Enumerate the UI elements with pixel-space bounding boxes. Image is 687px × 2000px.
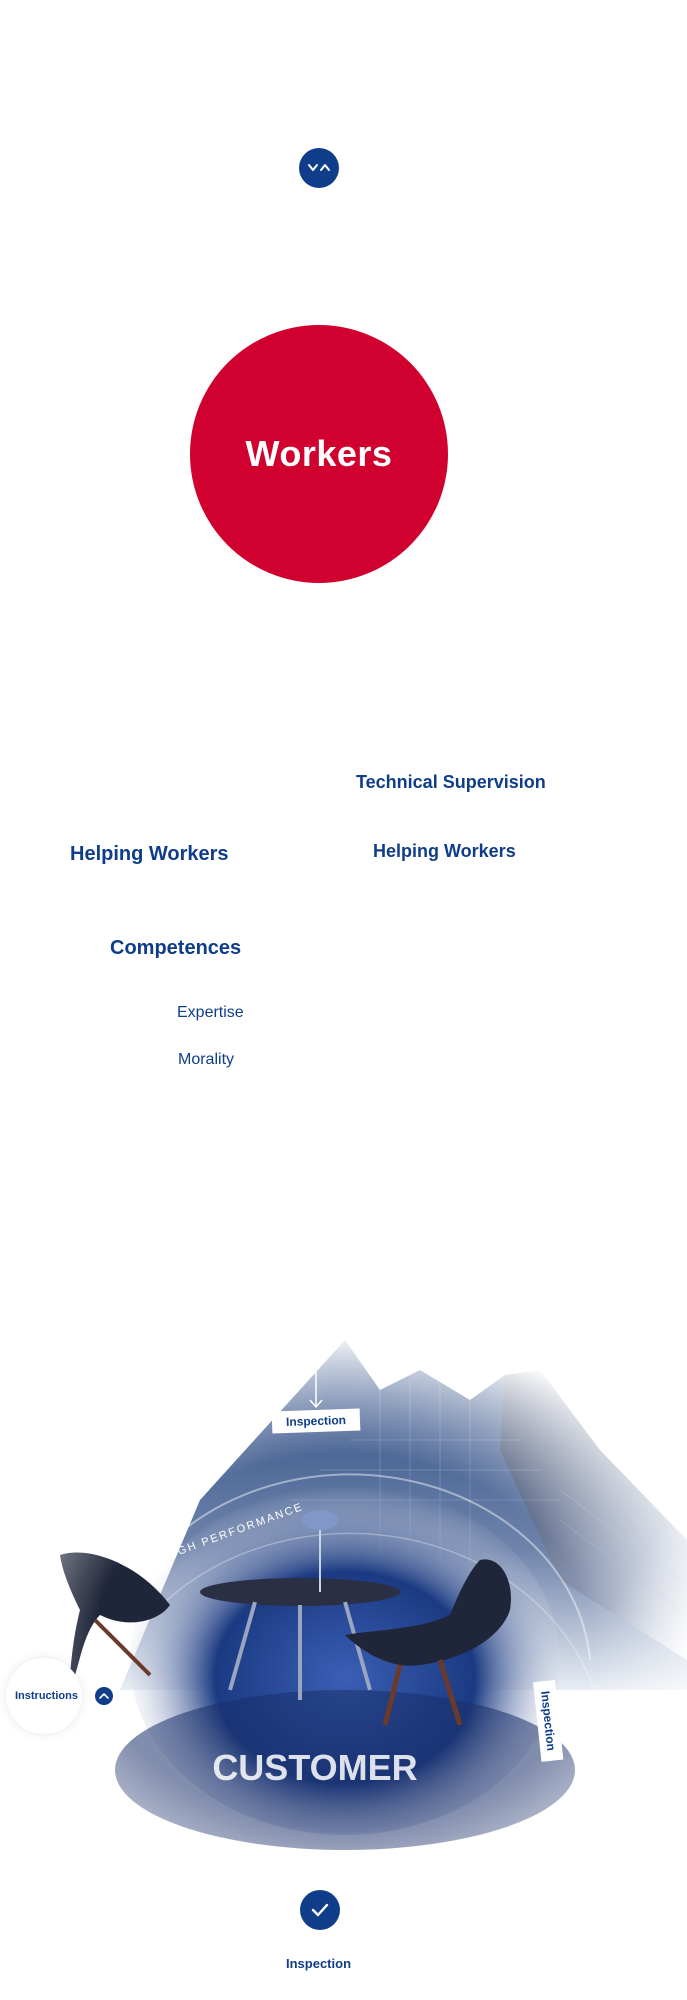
link-expertise[interactable]: Expertise — [177, 1004, 244, 1021]
footer-inspection-label[interactable]: Inspection — [286, 1956, 352, 1971]
instructions-expand-button[interactable] — [95, 1687, 113, 1705]
tag-inspection-top[interactable]: Inspection — [271, 1408, 361, 1434]
link-morality[interactable]: Morality — [178, 1051, 235, 1068]
instructions-tab[interactable]: Instructions — [6, 1658, 82, 1734]
link-helping-workers-right[interactable]: Helping Workers — [373, 841, 516, 861]
confirm-button[interactable] — [300, 1890, 340, 1930]
chevron-down-up-icon — [308, 164, 330, 171]
link-technical-supervision[interactable]: Technical Supervision — [356, 772, 546, 792]
link-helping-workers-left[interactable]: Helping Workers — [70, 843, 229, 865]
hero-label: Workers — [245, 433, 393, 474]
chevron-up-icon — [99, 1693, 109, 1699]
checkmark-icon — [311, 1903, 329, 1917]
big-word: CUSTOMER — [212, 1747, 417, 1788]
heading-competences[interactable]: Competences — [110, 937, 242, 959]
collapse-toggle-button[interactable] — [299, 148, 339, 188]
instructions-label: Instructions — [15, 1690, 78, 1702]
workers-hero-circle[interactable]: Workers — [190, 325, 448, 583]
